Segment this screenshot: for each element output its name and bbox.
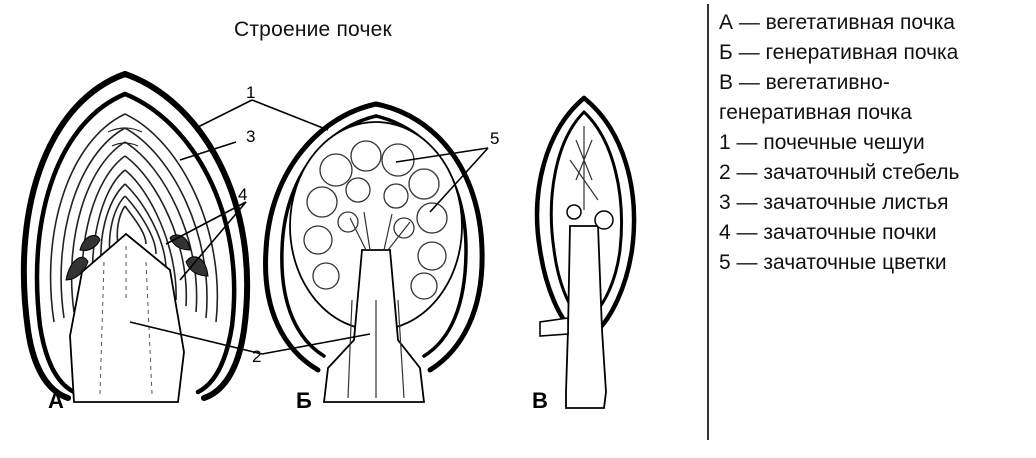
bud-letter-v: В — [532, 388, 548, 413]
callout-1: 1 — [246, 83, 255, 102]
embryonic-stem-a — [69, 232, 185, 403]
diagram-title: Строение почек — [234, 18, 392, 41]
bud-b-generative — [263, 101, 485, 403]
callout-5: 5 — [490, 129, 499, 148]
bud-letter-a: А — [48, 388, 64, 413]
stem-node-v — [539, 317, 569, 337]
legend-item-3: 3 — зачаточные листья — [719, 191, 949, 214]
bud-letter-b: Б — [296, 388, 312, 413]
embryonic-bud-v — [566, 204, 582, 220]
embryonic-stem-v — [565, 225, 607, 409]
legend-item-a: А — вегетативная почка — [719, 11, 955, 34]
bud-a-vegetative — [20, 71, 251, 403]
callout-4: 4 — [238, 185, 247, 204]
buds-illustration: 1 3 4 2 5 А Б В — [20, 71, 637, 413]
callout-3: 3 — [246, 127, 255, 146]
legend-item-5: 5 — зачаточные цветки — [719, 251, 947, 274]
leader-lines — [129, 99, 489, 355]
legend-item-b: Б — генеративная почка — [719, 41, 959, 64]
legend-divider — [707, 4, 709, 440]
legend-list: А — вегетативная почка Б — генеративная … — [719, 8, 959, 278]
legend-item-1: 1 — почечные чешуи — [719, 131, 925, 154]
legend-item-v-line1: В — вегетативно- — [719, 71, 890, 94]
embryonic-flowers-b — [303, 140, 448, 300]
bud-v-vegetative-generative — [534, 95, 637, 409]
bud-scales-v — [534, 95, 637, 333]
legend-item-2: 2 — зачаточный стебель — [719, 161, 960, 184]
legend-item-v-line2: генеративная почка — [719, 101, 912, 124]
bud-scales-a — [20, 71, 251, 401]
callout-2: 2 — [252, 347, 261, 366]
embryonic-flower-v — [594, 210, 614, 230]
legend-item-4: 4 — зачаточные почки — [719, 221, 937, 244]
